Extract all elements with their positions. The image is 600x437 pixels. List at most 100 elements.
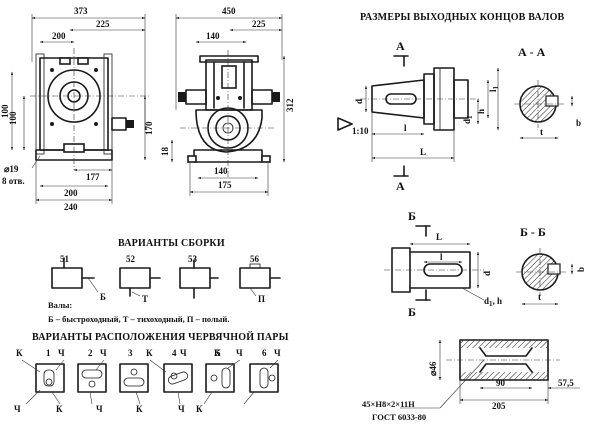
dim-200a: 200 [52, 31, 66, 41]
dim-46: ⌀46 [428, 361, 438, 376]
taper-label: 1:10 [352, 126, 369, 136]
dim-200b: 200 [64, 188, 78, 198]
wp-4-wheel [170, 372, 178, 380]
wp-1-wheel [45, 378, 53, 386]
ribs [213, 61, 245, 109]
wp-3-box [119, 363, 149, 393]
section-bb-shaft: Б Б L l d d1, h Б - Б t b [384, 209, 586, 319]
label-h: h [476, 109, 486, 114]
wp-top-label: К [16, 348, 23, 358]
wp-5-box [205, 363, 235, 393]
wp-2-worm [81, 369, 103, 379]
bolt [50, 68, 54, 72]
wp-top-label: К [146, 348, 153, 358]
leader [95, 359, 105, 371]
bolt [94, 122, 98, 126]
shaft-right [251, 89, 273, 105]
wp-6-number: 6 [262, 348, 267, 358]
shaft-left [185, 89, 207, 105]
worm-pair-title: ВАРИАНТЫ РАСПОЛОЖЕНИЯ ЧЕРВЯЧНОЙ ПАРЫ [32, 331, 289, 343]
wp-5-wheel [210, 374, 218, 382]
bolt [94, 68, 98, 72]
variant-51-letter: Б [100, 292, 106, 302]
variant-52-number: 52 [126, 254, 136, 264]
taper-symbol [337, 117, 353, 131]
dim-177: 177 [86, 172, 100, 182]
shafts-legend: Б – быстроходный, Т – тихоходный, П – по… [48, 314, 229, 324]
leader [21, 359, 41, 373]
variant-53-box [179, 267, 211, 289]
wp-1-worm [43, 369, 55, 387]
label-l1: l1 [488, 85, 500, 92]
spline-bottom [479, 363, 533, 373]
wp-bottom-label: К [196, 404, 203, 414]
leader [131, 291, 141, 297]
label-t-bb: t [538, 292, 541, 302]
cut-letter-a-bottom: А [396, 179, 405, 193]
dim-18: 18 [160, 147, 170, 157]
label-b-aa: b [576, 118, 581, 128]
label-L-bb: L [436, 232, 442, 242]
variant-56-number: 56 [250, 254, 260, 264]
side-view: 450 225 140 312 18 [160, 6, 295, 196]
lug [77, 57, 89, 65]
hub-hatch-top [460, 340, 548, 348]
wp-4-worm [167, 371, 189, 385]
leader-d1h [461, 287, 485, 301]
shafts-label: Валы: [48, 300, 72, 310]
wp-2-wheel [88, 380, 96, 388]
dim-373: 373 [74, 6, 88, 16]
flange-right [103, 53, 113, 155]
variant-52-letter: Т [142, 294, 148, 304]
aa-keyway [545, 95, 559, 107]
cut-letter-b-bottom: Б [408, 305, 416, 319]
hole-diameter: ⌀19 [4, 164, 19, 174]
label-l: l [404, 123, 407, 133]
hollow-spline-shaft: ⌀46 90 205 57,5 45×Н8×2×11Н ГОСТ 6033-80 [362, 339, 580, 422]
leader [135, 391, 141, 405]
bolt [50, 122, 54, 126]
leader [439, 359, 485, 409]
leader [203, 391, 213, 405]
wp-bottom-label: Ч [96, 404, 103, 414]
assembly-variants: ВАРИАНТЫ СБОРКИ 51 Б 52 Т 53 56 П Валы: … [48, 238, 281, 324]
dim-312: 312 [285, 98, 295, 112]
wp-top-label: Ч [180, 348, 187, 358]
vent [221, 65, 237, 89]
wp-bottom-label: К [56, 404, 63, 414]
leader [243, 391, 255, 405]
hub-hatch-bottom [460, 372, 548, 380]
wp-1-box [35, 363, 65, 393]
variant-56-box [239, 267, 271, 289]
bolt [238, 96, 242, 100]
wp-bottom-label: Ч [178, 404, 185, 414]
label-d: d [354, 99, 364, 104]
bolt [216, 96, 220, 100]
foot-right [261, 155, 271, 163]
label-t-aa: t [540, 127, 543, 137]
section-aa-title: А - А [518, 45, 546, 59]
wp-6-box [249, 363, 279, 393]
wp-5-worm [221, 367, 231, 389]
wp-1-number: 1 [46, 348, 51, 358]
case-lower [195, 109, 263, 153]
wp-4-number: 4 [172, 348, 177, 358]
dim-225b: 225 [252, 19, 266, 29]
worm-shaft [111, 117, 127, 131]
leader [177, 391, 181, 405]
variant-56-letter: П [258, 294, 265, 304]
section-bb-title: Б - Б [520, 225, 546, 239]
section-aa-shaft: А А 1:10 d d1 h l1 l L А - А [337, 39, 581, 193]
wp-6-wheel [268, 374, 276, 382]
lug [59, 57, 71, 65]
dim-205: 205 [492, 401, 506, 411]
flange-left [35, 53, 45, 155]
leader [25, 389, 41, 405]
cut-letter-b-top: Б [408, 209, 416, 223]
wp-top-label: Ч [100, 348, 107, 358]
leader [227, 359, 241, 369]
dim-175: 175 [218, 180, 232, 190]
wp-2-number: 2 [88, 348, 93, 358]
dim-225a: 225 [96, 19, 110, 29]
